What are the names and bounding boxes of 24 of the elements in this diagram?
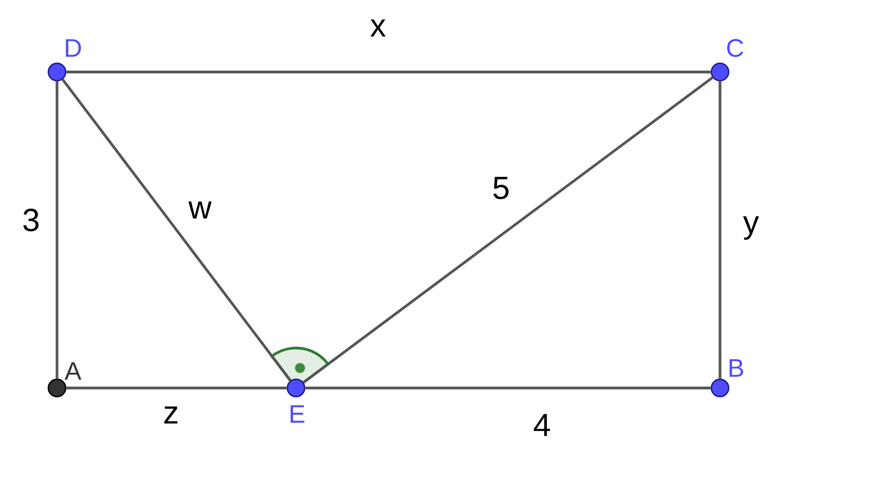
edge-label: w	[188, 202, 212, 218]
point: A	[48, 362, 82, 398]
point: C	[710, 39, 744, 82]
point: B	[710, 359, 744, 398]
line-segment	[62, 78, 292, 382]
line-segment	[66, 70, 711, 74]
edge-label: 3	[23, 208, 38, 232]
point: E	[286, 378, 306, 423]
node-label: E	[290, 405, 304, 423]
node-label: B	[730, 359, 744, 377]
edge-label: y	[743, 216, 759, 240]
node-label: C	[727, 39, 744, 57]
line-segment	[305, 386, 711, 390]
node-label: D	[66, 39, 81, 57]
node-label: A	[64, 362, 82, 380]
edge-label: z	[164, 406, 178, 424]
line-segment	[718, 81, 722, 379]
edge-label: 4	[534, 414, 550, 436]
line-segment	[56, 81, 58, 379]
edge-label: 5	[493, 176, 509, 200]
line-segment	[66, 386, 287, 390]
point: D	[48, 39, 81, 82]
edge-label: x	[370, 20, 386, 36]
line-segment	[302, 76, 714, 384]
